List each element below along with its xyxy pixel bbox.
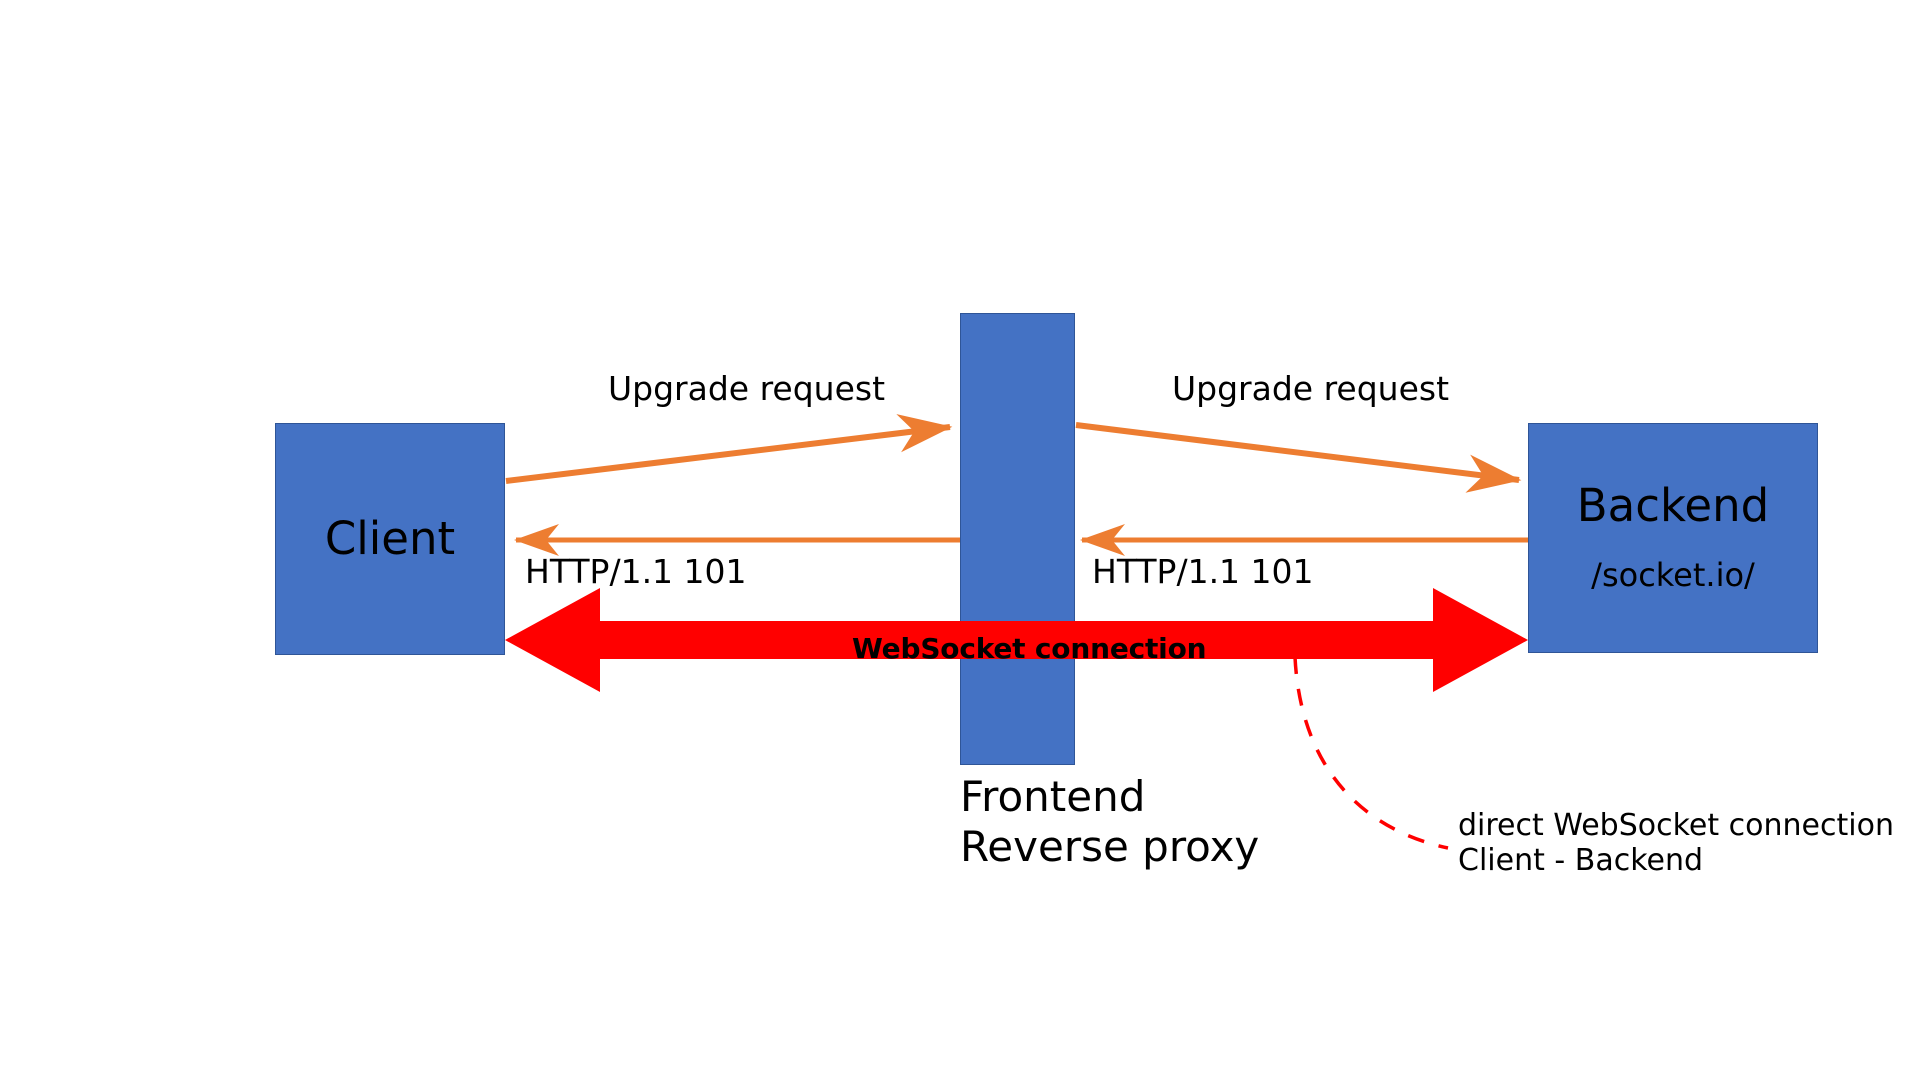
node-proxy[interactable] xyxy=(960,313,1075,765)
annotation-text-line1: direct WebSocket connection xyxy=(1458,808,1894,843)
node-proxy-caption-line2: Reverse proxy xyxy=(960,821,1260,871)
node-backend[interactable]: Backend /socket.io/ xyxy=(1528,423,1818,653)
node-proxy-caption-line1: Frontend xyxy=(960,772,1146,821)
edge-label-upgrade-client-proxy: Upgrade request xyxy=(608,369,886,408)
edge-label-response-backend-proxy: HTTP/1.1 101 xyxy=(1092,552,1314,591)
node-backend-sublabel: /socket.io/ xyxy=(1591,555,1755,594)
edge-upgrade-proxy-backend xyxy=(1075,422,1522,493)
edge-upgrade-client-proxy xyxy=(505,414,953,484)
annotation-connector-curve xyxy=(1293,656,1449,850)
node-proxy-caption: Frontend Reverse proxy xyxy=(960,772,1259,871)
edge-label-websocket-tunnel: WebSocket connection xyxy=(852,632,1207,665)
node-backend-label: Backend xyxy=(1576,479,1770,533)
edge-label-response-proxy-client: HTTP/1.1 101 xyxy=(525,552,747,591)
node-client-label: Client xyxy=(324,512,456,566)
annotation-text: direct WebSocket connection Client - Bac… xyxy=(1458,808,1894,879)
annotation-text-line2: Client - Backend xyxy=(1458,843,1704,879)
edge-websocket-tunnel xyxy=(505,588,1528,692)
node-client[interactable]: Client xyxy=(275,423,505,655)
edge-label-upgrade-proxy-backend: Upgrade request xyxy=(1172,369,1450,408)
